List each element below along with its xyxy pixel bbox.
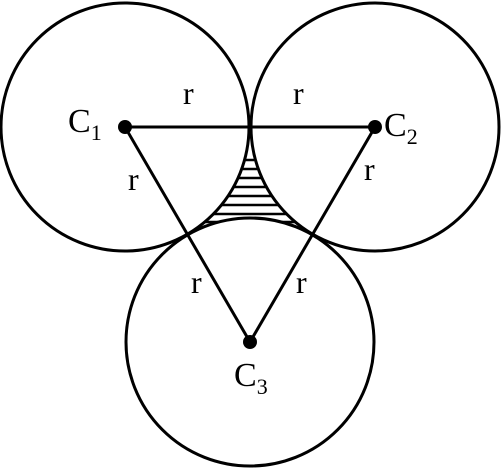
shaded-region xyxy=(200,158,300,224)
center-dot-c1 xyxy=(118,120,132,134)
segment-c2-c3 xyxy=(248,126,377,343)
circle-3 xyxy=(124,216,376,468)
center-label-c2: C2 xyxy=(384,107,418,149)
center-label-c3: C3 xyxy=(234,357,268,399)
center-dot-c2 xyxy=(368,120,382,134)
radius-label: r xyxy=(128,161,139,197)
radius-label: r xyxy=(296,264,307,300)
radius-label: r xyxy=(191,264,202,300)
center-dot-c3 xyxy=(243,335,257,349)
radius-label: r xyxy=(183,75,194,111)
radius-label: r xyxy=(293,75,304,111)
center-label-c1: C1 xyxy=(68,103,102,145)
radius-label: r xyxy=(364,151,375,187)
segment-c1-c3 xyxy=(123,126,252,343)
